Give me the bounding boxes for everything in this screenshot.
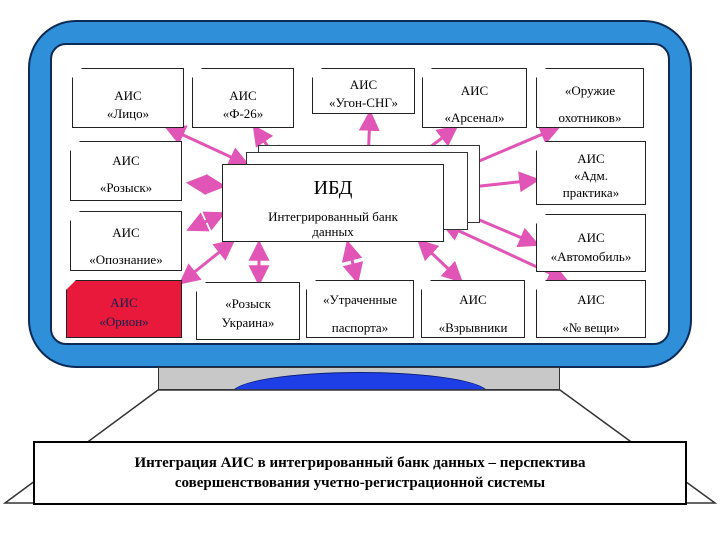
ibd-box: ИБД Интегрированный банк данных <box>222 164 444 242</box>
arrow-orion <box>178 239 236 285</box>
card-ais-ugon-sng: АИС «Угон-СНГ» <box>312 68 415 114</box>
card-rozysk-ukraina: «Розыск Украина» <box>196 282 300 340</box>
card-ais-adm-praktika: АИС «Адм. практика» <box>536 141 646 205</box>
card-ais-nomer-veshchi: АИС «№ вещи» <box>536 280 646 338</box>
card-ais-avtomobil: АИС «Автомобиль» <box>536 214 646 272</box>
caption-line-2: совершенствования учетно-регистрационной… <box>174 475 546 491</box>
arrow-utrachennye <box>341 239 364 285</box>
ibd-subtitle: Интегрированный банк данных <box>268 209 398 239</box>
card-ais-lico: АИС «Лицо» <box>72 68 184 128</box>
card-ais-f26: АИС «Ф-26» <box>192 68 294 128</box>
card-ais-opoznanie: АИС «Опознание» <box>70 211 182 271</box>
ibd-title: ИБД <box>313 177 353 199</box>
arrow-lico <box>164 125 250 167</box>
arrow-rozysk <box>185 173 227 196</box>
card-utrachennye-pasporta: «Утраченные паспорта» <box>306 280 414 338</box>
card-oruzhie-ohotnikov: «Оружие охотников» <box>536 68 644 128</box>
card-ais-orion: АИС «Орион» <box>66 280 182 338</box>
card-ais-vzryvniki: АИС «Взрывники <box>421 280 525 338</box>
arrow-vzryvniki <box>416 239 464 283</box>
card-ais-arsenal: АИС «Арсенал» <box>422 68 527 128</box>
caption-line-1: Интеграция АИС в интегрированный банк да… <box>134 455 586 471</box>
card-ais-rozysk: АИС «Розыск» <box>70 141 182 201</box>
arrow-opoznanie <box>186 211 226 232</box>
caption-box: Интеграция АИС в интегрированный банк да… <box>33 441 687 505</box>
